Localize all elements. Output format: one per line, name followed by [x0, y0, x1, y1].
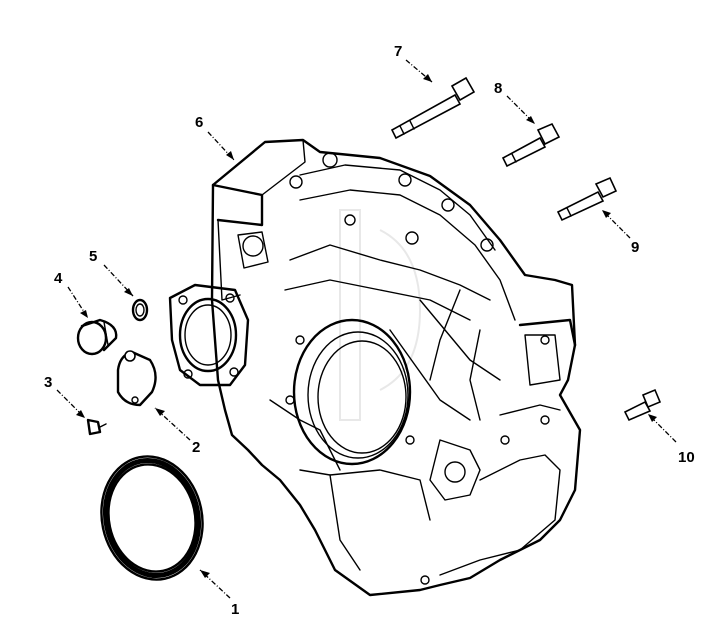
callout-3: 3: [44, 374, 52, 391]
o-ring: [131, 298, 149, 322]
capscrew-10: [623, 388, 662, 422]
flywheel-housing: [168, 138, 582, 597]
pipe-plug: [76, 318, 118, 356]
callout-7: 7: [394, 43, 402, 60]
callout-10: 10: [678, 449, 695, 466]
capscrew-7: [390, 76, 476, 140]
callout-2: 2: [192, 439, 200, 456]
callout-5: 5: [89, 248, 97, 265]
callout-9: 9: [631, 239, 639, 256]
cover-screw: [86, 418, 107, 436]
capscrew-8: [501, 122, 561, 168]
callout-1: 1: [231, 601, 239, 618]
cover-plate: [116, 350, 157, 407]
watermark-shape: [339, 209, 422, 421]
rear-seal-ring: [100, 455, 204, 581]
callout-4: 4: [54, 270, 63, 287]
capscrew-9: [556, 176, 618, 222]
leader-lines: [56, 59, 677, 599]
callout-8: 8: [494, 80, 502, 97]
callout-6: 6: [195, 114, 203, 131]
